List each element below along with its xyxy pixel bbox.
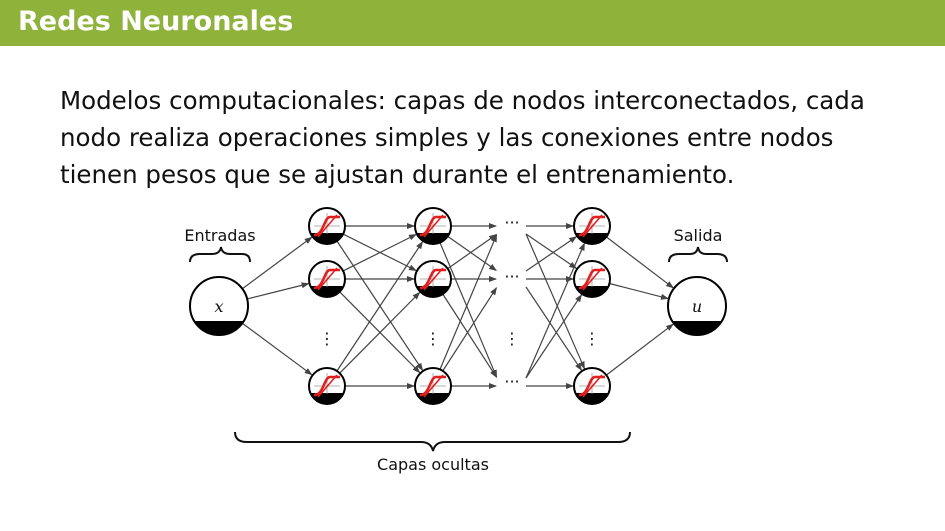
edge-dots-l3-2-1 <box>525 293 583 379</box>
hidden-node-l3-3 <box>573 367 611 405</box>
edge-l1-l2-2-1 <box>339 291 421 374</box>
slide-body-text: Modelos computacionales: capas de nodos … <box>60 86 865 189</box>
input-label: Entradas <box>184 226 255 245</box>
edge-dots-l3-1-2 <box>525 286 583 372</box>
slide-title: Redes Neuronales <box>18 6 294 37</box>
input-node: x <box>189 276 249 336</box>
edge-dots-l3-1-0 <box>525 236 578 272</box>
ellipsis-v-layer2: ⋮ <box>425 329 441 348</box>
hidden-nodes <box>308 207 611 405</box>
edge-l2-dots-1-2 <box>442 293 497 379</box>
ellipsis-v-layer3: ⋮ <box>584 329 600 348</box>
ellipsis-v-mid: ⋮ <box>504 329 520 348</box>
input-node-label: x <box>214 297 223 316</box>
edge-l2-dots-0-2 <box>439 242 498 379</box>
hidden-node-l1-3 <box>308 367 346 405</box>
output-node-label: u <box>692 297 702 316</box>
hidden-layers-label: Capas ocultas <box>377 455 489 474</box>
hidden-node-l2-2 <box>414 260 452 298</box>
hidden-node-l2-1 <box>414 207 452 245</box>
hidden-node-l3-2 <box>573 260 611 298</box>
ellipsis-h-bottom: ··· <box>504 372 519 391</box>
output-label: Salida <box>674 226 723 245</box>
edge-l3-to-output-2 <box>605 323 674 376</box>
edge-input-to-l1-2 <box>241 322 313 376</box>
hidden-node-l1-2 <box>308 260 346 298</box>
edge-l1-l2-1-0 <box>342 233 417 272</box>
ellipsis-h-mid: ··· <box>504 267 519 286</box>
output-node: u <box>667 276 727 336</box>
edge-input-to-l1-0 <box>241 236 313 290</box>
hidden-brace <box>234 431 631 452</box>
edge-dots-l3-0-2 <box>525 233 585 370</box>
input-brace <box>189 246 251 263</box>
hidden-node-l3-1 <box>573 207 611 245</box>
output-brace <box>668 246 728 263</box>
ellipsis-v-layer1: ⋮ <box>319 329 335 348</box>
edge-l2-dots-0-1 <box>447 235 498 272</box>
edge-l2-dots-2-0 <box>439 233 498 370</box>
edge-l1-l2-2-0 <box>336 241 424 372</box>
edge-input-to-l1-1 <box>246 282 310 300</box>
ellipsis-h-top: ··· <box>504 213 519 232</box>
edge-l3-to-output-1 <box>609 282 669 300</box>
edge-l3-to-output-0 <box>605 236 674 289</box>
hidden-node-l2-3 <box>414 367 452 405</box>
edge-l2-dots-1-0 <box>447 234 498 270</box>
edge-dots-l3-2-0 <box>525 242 585 379</box>
edge-l2-dots-2-1 <box>442 286 497 372</box>
title-bar: Redes Neuronales <box>0 0 945 46</box>
edge-dots-l3-0-1 <box>525 233 578 269</box>
hidden-node-l1-1 <box>308 207 346 245</box>
connection-edges <box>241 223 674 389</box>
